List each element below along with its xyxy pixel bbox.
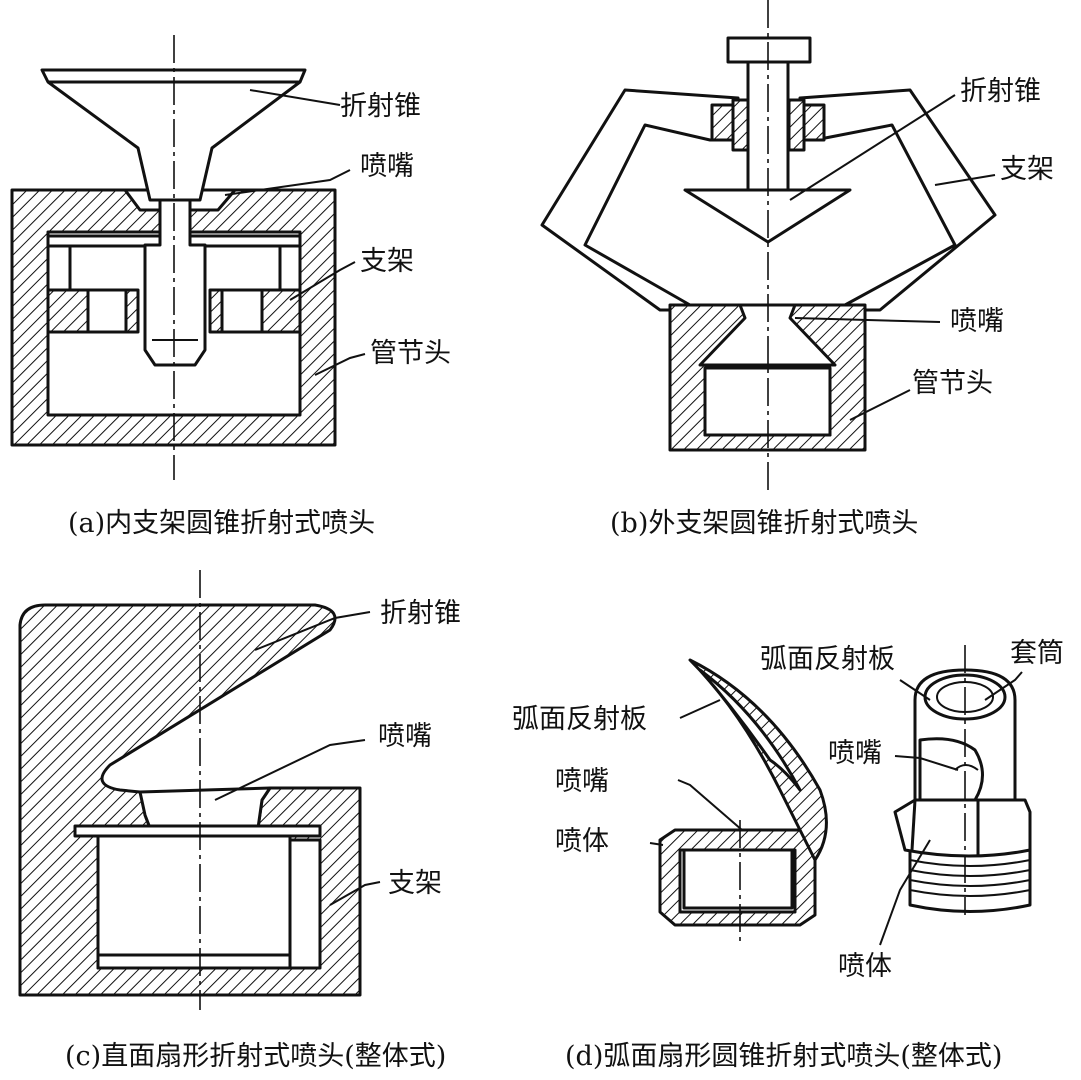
panel-b-label-nozzle: 喷嘴 [950,306,1004,337]
panel-d-right-slot [918,737,984,802]
panel-a-caption: (a)内支架圆锥折射式喷头 [68,508,375,539]
panel-c-label-cone: 折射锥 [380,598,461,629]
panel-a-label-support: 支架 [360,246,414,277]
panel-c-nozzle-throat [138,786,272,830]
panel-c: 折射锥 喷嘴 支架 (c)直面扇形折射式喷头(整体式) [18,570,461,1072]
panel-b-label-fitting: 管节头 [912,368,993,399]
panel-d-right-label-body: 喷体 [838,951,892,982]
panel-a-stem [143,198,207,367]
panel-d: 弧面反射板 喷嘴 喷体 弧面反射板 套筒 喷嘴 喷体 (d)弧面扇形圆锥折射式喷… [512,638,1064,1072]
panel-c-label-nozzle: 喷嘴 [378,721,432,752]
panel-a-support-left-gap [86,288,128,334]
panel-d-left-label-body: 喷体 [555,826,609,857]
panel-d-left-reflector [688,658,828,862]
panel-b-bolt-head [726,36,812,64]
panel-a-label-cone: 折射锥 [340,91,421,122]
panel-d-left-label-nozzle: 喷嘴 [555,766,609,797]
panel-c-caption: (c)直面扇形折射式喷头(整体式) [65,1041,446,1072]
panel-b: 折射锥 支架 喷嘴 管节头 (b)外支架圆锥折射式喷头 [540,0,1054,539]
panel-b-caption: (b)外支架圆锥折射式喷头 [610,508,918,539]
panel-a-support-right-gap [220,288,264,334]
panel-a-label-nozzle: 喷嘴 [360,151,414,182]
panel-d-right-label-nozzle: 喷嘴 [828,738,882,769]
panel-a: 折射锥 喷嘴 支架 管节头 (a)内支架圆锥折射式喷头 [10,35,451,539]
panel-d-right-label-sleeve: 套筒 [1010,638,1064,669]
panel-d-right-threads [908,848,1032,913]
panel-a-label-fitting: 管节头 [370,338,451,369]
panel-d-caption: (d)弧面扇形圆锥折射式喷头(整体式) [565,1041,1002,1072]
panel-b-label-cone: 折射锥 [960,76,1041,107]
panel-c-label-support: 支架 [388,868,442,899]
panel-d-left-label-reflector: 弧面反射板 [512,704,647,735]
panel-b-label-support: 支架 [1000,154,1054,185]
panel-b-nut-right [787,103,826,142]
panel-d-right-label-reflector: 弧面反射板 [760,644,895,675]
